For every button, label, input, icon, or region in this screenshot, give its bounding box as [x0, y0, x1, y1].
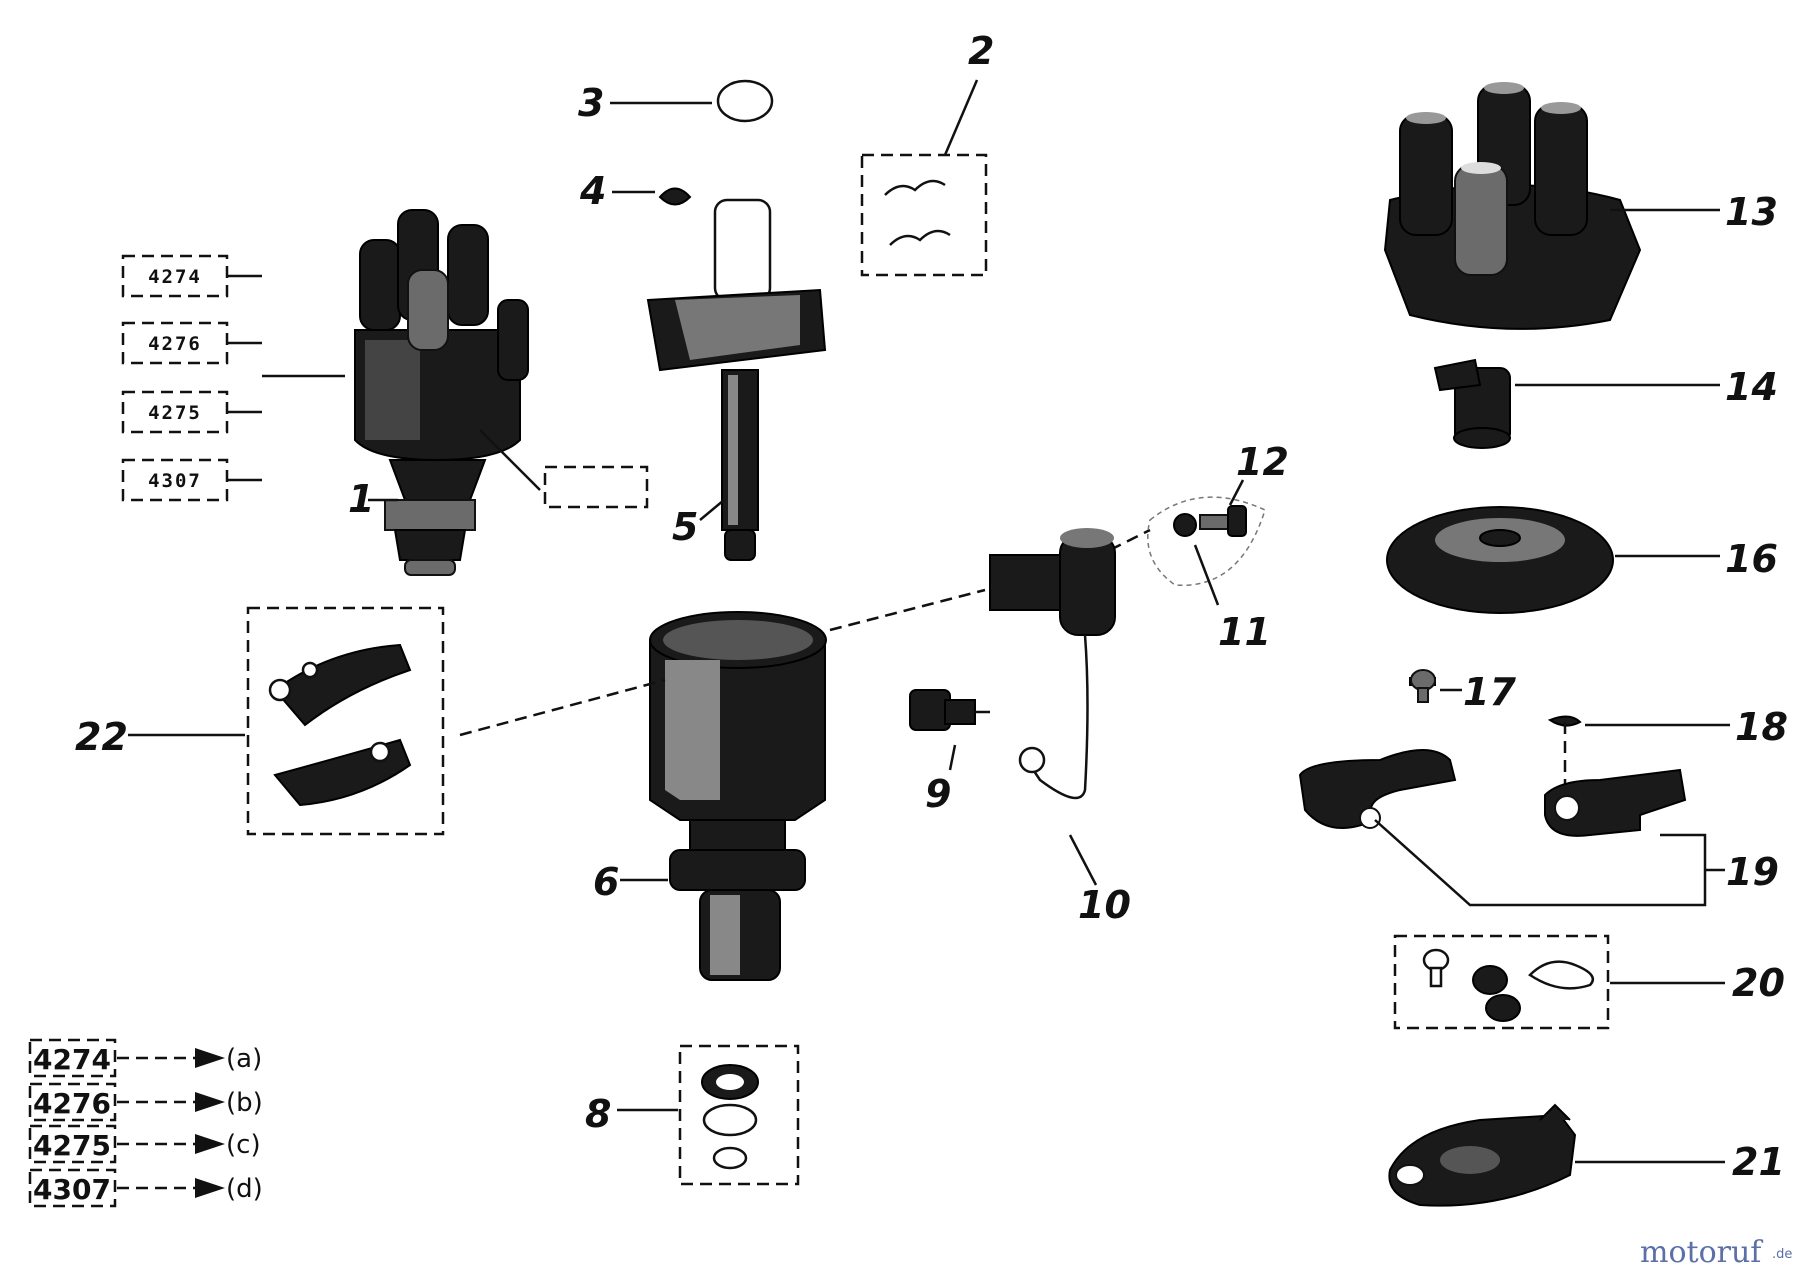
washer-part: [1173, 513, 1197, 537]
legend-letter: (b): [226, 1088, 263, 1118]
terminal-part: [909, 689, 990, 731]
legend-row-a: 4274 (a): [28, 1038, 262, 1078]
part-label-22: 22: [75, 715, 128, 759]
clip-part: [1528, 960, 1595, 990]
part-label-2: 2: [968, 29, 994, 73]
breaker-arm: [1544, 768, 1687, 837]
alignment-line: [829, 588, 986, 632]
legend-code: 4274: [33, 1043, 111, 1076]
part-label-10: 10: [1078, 883, 1131, 927]
bracket-19: [1374, 819, 1707, 907]
part-label-6: 6: [593, 860, 619, 904]
legend-code: 4276: [33, 1087, 111, 1120]
spring-part: [889, 229, 951, 246]
part-label-11: 11: [1218, 610, 1271, 654]
empty-code-box: [543, 465, 649, 509]
shaft-assembly: [646, 198, 827, 561]
part-label-21: 21: [1732, 1140, 1785, 1184]
part-label-17: 17: [1463, 670, 1516, 714]
rotor: [1433, 358, 1511, 449]
washer-part: [712, 1146, 748, 1170]
variant-code-4274: 4274: [148, 266, 202, 288]
part-label-20: 20: [1732, 961, 1785, 1005]
legend-row-b: 4276 (b): [28, 1082, 263, 1122]
screw-outline: [1147, 496, 1266, 586]
watermark-text: motoruf: [1640, 1235, 1763, 1270]
springs-box: [860, 153, 988, 277]
distributor-cap: [1383, 82, 1642, 330]
cap-part: [716, 79, 774, 123]
watermark-logo: motoruf .de: [1640, 1235, 1792, 1270]
variant-code-boxes: 4274 4276 4275 4307: [121, 254, 345, 502]
part-label-12: 12: [1236, 440, 1289, 484]
spring-part: [884, 179, 946, 196]
part-label-5: 5: [672, 505, 698, 549]
washers-box: [678, 1044, 800, 1186]
screw-part: [1422, 948, 1450, 988]
contact-set-box: [246, 606, 445, 836]
part-label-16: 16: [1725, 537, 1778, 581]
distributor-assembly: [354, 209, 529, 576]
alignment-line: [1109, 528, 1151, 552]
washer-part: [1485, 994, 1521, 1022]
condenser: [989, 528, 1116, 800]
clip-18: [1547, 715, 1582, 785]
part-label-18: 18: [1735, 705, 1788, 749]
watermark-suffix: .de: [1772, 1247, 1792, 1262]
alignment-line: [459, 678, 666, 737]
legend-row-c: 4275 (c): [28, 1124, 261, 1164]
part-label-4: 4: [579, 169, 606, 213]
distributor-housing: [649, 611, 827, 981]
part-label-13: 13: [1725, 190, 1778, 234]
variant-code-4307: 4307: [148, 470, 202, 492]
variant-legend: 4274 (a) 4276 (b) 4275 (c) 4307 (d): [28, 1038, 263, 1208]
part-label-14: 14: [1725, 365, 1778, 409]
part-label-19: 19: [1726, 850, 1779, 894]
washer-part: [1472, 965, 1508, 995]
variant-code-4276: 4276: [148, 333, 202, 355]
legend-letter: (d): [226, 1174, 263, 1204]
breaker-plate: [1298, 749, 1457, 829]
variant-code-4275: 4275: [148, 402, 202, 424]
legend-row-d: 4307 (d): [28, 1168, 263, 1208]
leader-line: [479, 429, 541, 491]
legend-letter: (a): [226, 1044, 262, 1074]
part-label-3: 3: [578, 81, 604, 125]
part-label-8: 8: [585, 1092, 611, 1136]
part-label-9: 9: [925, 772, 951, 816]
washer-part: [702, 1103, 758, 1137]
legend-code: 4275: [33, 1129, 111, 1162]
legend-code: 4307: [33, 1173, 111, 1206]
small-parts-box: [1393, 934, 1610, 1030]
contact-part: [273, 643, 412, 727]
legend-letter: (c): [226, 1130, 261, 1160]
screw-17: [1409, 669, 1436, 703]
dust-shield: [1386, 506, 1614, 614]
breaker-plate-base: [1388, 1103, 1577, 1207]
clip-part: [658, 187, 692, 206]
